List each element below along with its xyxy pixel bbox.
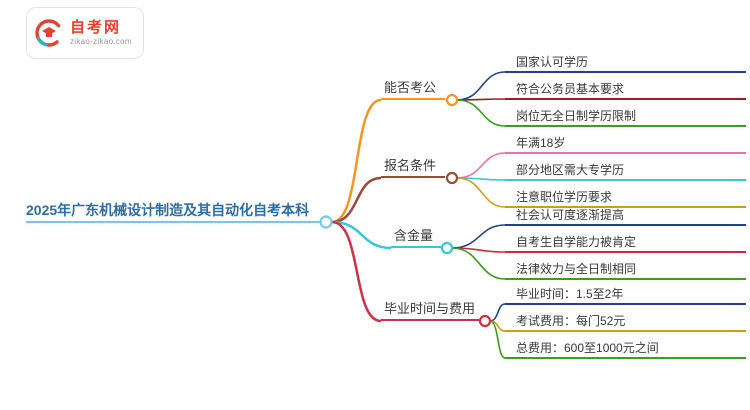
branch-connector <box>331 98 382 224</box>
site-logo[interactable]: 自考网 zikao-zikao.com <box>26 7 144 59</box>
leaf-connector <box>456 71 506 101</box>
branch-node-kaogong[interactable]: 能否考公 <box>381 78 445 100</box>
leaf-connector <box>456 99 506 127</box>
root-node[interactable]: 2025年广东机械设计制造及其自动化自考本科 <box>26 199 320 223</box>
branch-node-biye-feiyong[interactable]: 毕业时间与费用 <box>381 299 479 321</box>
leaf-connector <box>456 177 506 208</box>
leaf-node[interactable]: 毕业时间：1.5至2年 <box>505 285 746 305</box>
branch-node-hanjinliang[interactable]: 含金量 <box>391 226 441 248</box>
leaf-node[interactable]: 法律效力与全日制相同 <box>505 260 746 280</box>
branch-collapse-handle[interactable] <box>478 314 492 328</box>
leaf-node[interactable]: 年满18岁 <box>505 134 746 154</box>
leaf-connector <box>451 247 506 280</box>
branch-collapse-handle[interactable] <box>440 241 454 255</box>
logo-subtitle: zikao-zikao.com <box>70 37 132 46</box>
branch-node-baoming[interactable]: 报名条件 <box>381 156 445 178</box>
leaf-connector <box>489 320 506 359</box>
leaf-connector <box>451 224 506 249</box>
leaf-node[interactable]: 自考生自学能力被肯定 <box>505 233 746 253</box>
branch-collapse-handle[interactable] <box>445 171 459 185</box>
branch-connector <box>331 176 382 224</box>
leaf-node[interactable]: 社会认可度逐渐提高 <box>505 206 746 226</box>
logo-title: 自考网 <box>70 19 122 36</box>
graduation-cap-icon <box>35 19 63 47</box>
leaf-node[interactable]: 考试费用：每门52元 <box>505 312 746 332</box>
branch-connector <box>331 220 382 323</box>
leaf-connector <box>456 152 506 179</box>
leaf-node[interactable]: 注意职位学历要求 <box>505 188 746 208</box>
leaf-node[interactable]: 国家认可学历 <box>505 53 746 73</box>
branch-collapse-handle[interactable] <box>445 93 459 107</box>
root-collapse-handle[interactable] <box>319 215 333 229</box>
leaf-node[interactable]: 符合公务员基本要求 <box>505 80 746 100</box>
leaf-node[interactable]: 部分地区需大专学历 <box>505 161 746 181</box>
leaf-node[interactable]: 岗位无全日制学历限制 <box>505 107 746 127</box>
leaf-node[interactable]: 总费用：600至1000元之间 <box>505 339 746 359</box>
branch-connector <box>331 220 392 250</box>
leaf-connector <box>489 303 506 322</box>
